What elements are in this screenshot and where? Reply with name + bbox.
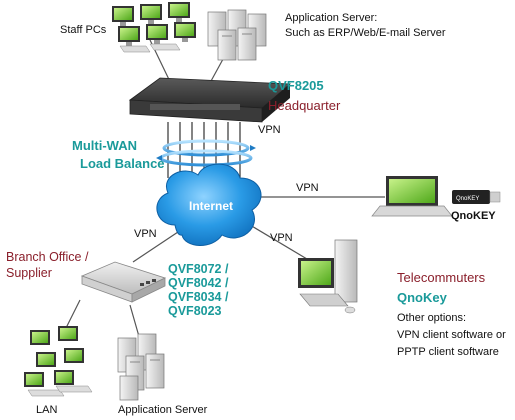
telecommuter-vpn-link [244,221,313,263]
branch-model-1: QVF8072 / [168,262,229,276]
qnokey-label: QnoKey [397,290,447,305]
other-options-line2: VPN client software or [397,329,506,341]
qnokey-stick-label: QnoKEY [456,196,479,202]
branch-label-line2: Supplier [6,266,52,280]
multiwan-rings [156,139,256,167]
branch-vpn-link [132,231,179,263]
hq-router-icon [128,77,292,123]
branch-app-servers-icon [117,333,165,401]
branch-model-2: QVF8042 / [168,276,229,290]
lan-label: LAN [36,404,58,416]
qnokey-stick-icon: QnoKEY [452,190,501,204]
branch-label-line1: Branch Office / [6,250,89,264]
app-server-title: Application Server: [285,12,378,24]
hq-app-servers-icon [207,9,267,61]
hq-vpn-label: VPN [258,124,281,136]
internet-label: Internet [189,199,234,213]
app-server-desc: Such as ERP/Web/E-mail Server [285,27,446,39]
multiwan-label-line1: Multi-WAN [72,138,137,153]
telecommuter-pc-icon [298,239,358,314]
qnokey-device-label: QnoKEY [451,210,496,222]
telecommuter-vpn-label: VPN [270,232,293,244]
laptop-icon [371,176,453,217]
laptop-vpn-label: VPN [296,182,319,194]
branch-model-3: QVF8034 / [168,290,229,304]
branch-model-4: QVF8023 [168,304,222,318]
branch-router-icon [80,261,167,303]
lan-pcs-icon [24,326,93,397]
other-options-line3: PPTP client software [397,346,499,358]
other-options-line1: Other options: [397,312,467,324]
hq-model-label: QVF8205 [268,78,324,93]
telecommuters-label: Telecommuters [397,270,486,285]
multiwan-label-line2: Load Balance [80,156,165,171]
internet-cloud [156,163,262,246]
staff-pcs-label: Staff PCs [60,24,107,36]
hq-name-label: Headquarter [268,98,341,113]
staff-pcs-icon [112,2,196,53]
branch-vpn-label: VPN [134,228,157,240]
branch-app-server-label: Application Server [118,404,208,416]
